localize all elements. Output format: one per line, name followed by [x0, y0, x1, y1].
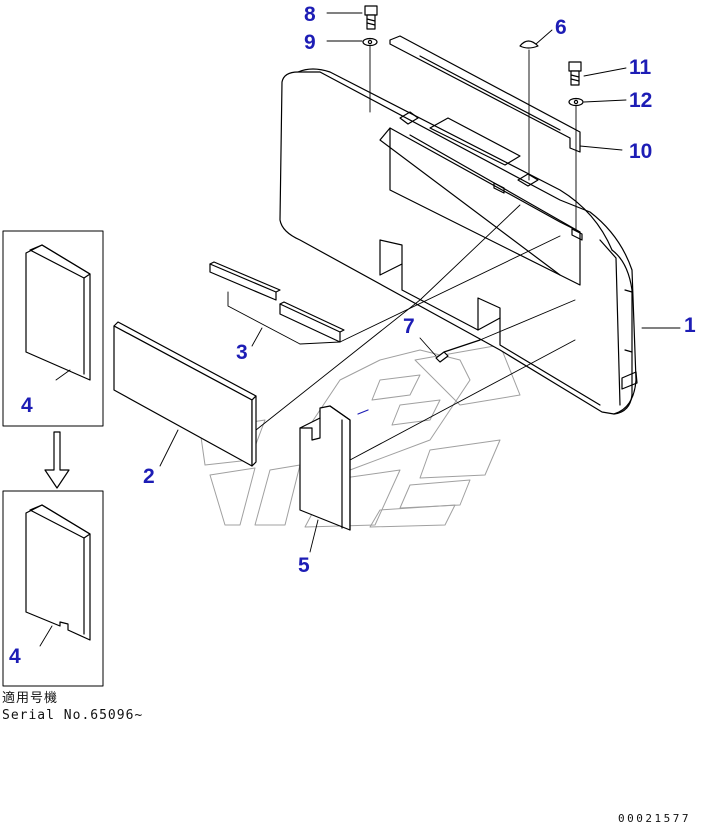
callout-2: 2	[143, 465, 155, 488]
callout-8: 8	[304, 3, 316, 26]
watermark-logo	[199, 344, 521, 528]
serial-block: 適用号機 Serial No.65096~	[2, 690, 143, 724]
callout-9: 9	[304, 31, 316, 54]
callout-1: 1	[684, 314, 696, 337]
arrow-down-icon	[44, 431, 70, 489]
cap-6	[519, 40, 539, 49]
plate-2-guide-line	[255, 204, 521, 431]
bolt-11	[568, 61, 582, 86]
leader-5	[309, 519, 319, 553]
leader-3	[251, 327, 263, 347]
leader-6	[535, 29, 553, 45]
applicable-serial-label: 適用号機	[2, 691, 59, 706]
serial-number-text: Serial No.65096~	[2, 708, 144, 723]
strips-bracket	[227, 291, 301, 345]
plate-2	[113, 321, 257, 467]
leader-2	[159, 429, 179, 467]
strip-3a	[209, 263, 277, 301]
bolt-8	[364, 5, 378, 30]
block-5	[299, 405, 351, 531]
callout-4-before: 4	[21, 394, 33, 417]
inset-before-frame	[2, 230, 104, 427]
leader-12	[583, 99, 627, 103]
leader-7	[419, 337, 437, 357]
inset-after-frame	[2, 490, 104, 687]
callout-4-after: 4	[9, 645, 21, 668]
counterweight-main	[279, 68, 638, 415]
callout-6: 6	[555, 16, 567, 39]
leader-10	[579, 145, 623, 151]
callout-5: 5	[298, 554, 310, 577]
wear-pad-4-before	[25, 244, 91, 381]
callout-12: 12	[629, 89, 653, 112]
bolt-7-guide-line	[479, 299, 576, 341]
washer-12	[568, 97, 584, 107]
washer-9	[362, 37, 378, 47]
callout-10: 10	[629, 140, 653, 163]
bolt-7	[435, 339, 481, 363]
document-number: 00021577	[618, 812, 691, 825]
wear-pad-4-after	[25, 504, 91, 641]
leader-11	[583, 67, 627, 77]
strip-3b	[279, 303, 341, 343]
top-plate-edge	[419, 55, 561, 131]
callout-11: 11	[629, 56, 652, 79]
callout-3: 3	[236, 341, 248, 364]
callout-7: 7	[403, 315, 415, 338]
